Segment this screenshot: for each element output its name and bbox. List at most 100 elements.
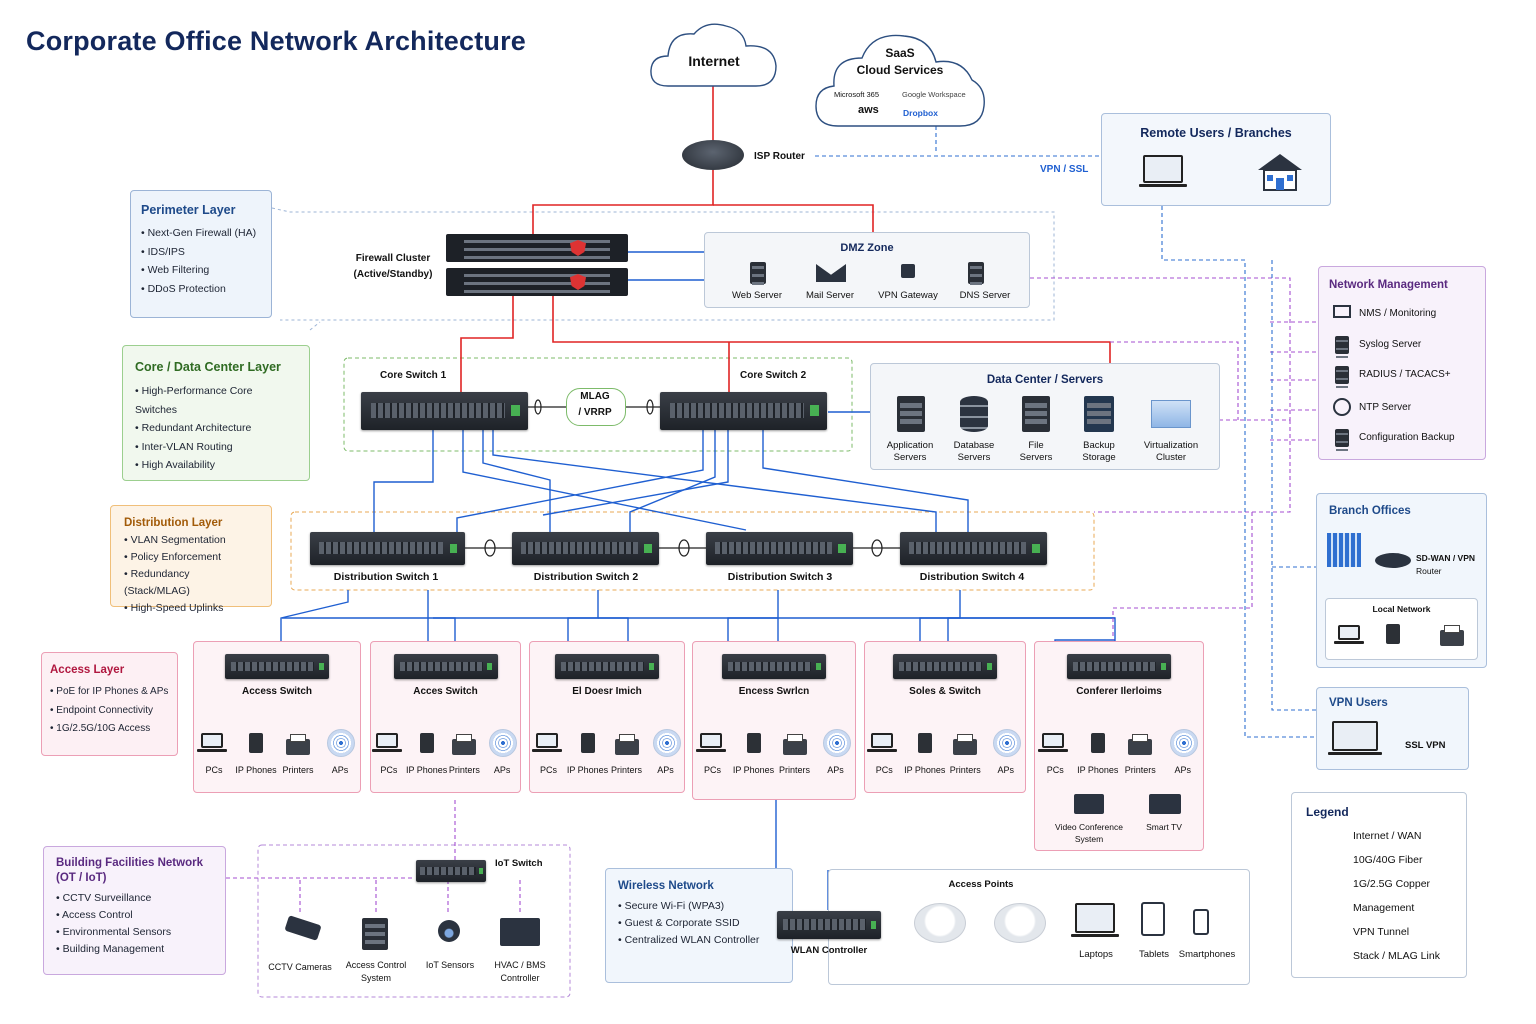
wifi-ap-icon [327,729,355,757]
pc-icon [371,733,402,752]
isp-router-label: ISP Router [754,151,805,162]
isp-router-icon [682,140,744,170]
pc-icon [1038,733,1069,752]
sdwan-router-icon [1375,553,1411,568]
radius-server-icon [1335,366,1349,384]
management-links [226,277,1318,915]
access-device-label: IP Phones [566,765,609,775]
pc-icon [197,733,227,752]
legend-item: Internet / WAN [1353,830,1422,842]
iot-zone-outline [257,844,571,998]
access-device-label: IP Phones [1077,765,1119,775]
dc-item-4a: Backup [1083,440,1115,451]
smart-tv-icon [1149,794,1181,814]
perimeter-item: Web Filtering [141,261,261,280]
core-title: Core / Data Center Layer [135,360,281,374]
distribution-layer-panel: Distribution Layer VLAN SegmentationPoli… [110,505,272,614]
access-control-icon [362,918,388,950]
iot-switch-icon [416,860,486,882]
wireless-item: Centralized WLAN Controller [618,932,780,949]
iot-sensor-icon [438,920,460,942]
access-switch-label: Acces Switch [413,686,478,697]
dc-item-3a: File [1028,440,1044,451]
wireless-client-label: Smartphones [1178,949,1236,960]
dmz-mail-server: Mail Server [805,290,855,301]
distribution-zone-outline [290,511,1095,591]
netmgmt-item: NMS / Monitoring [1359,308,1437,319]
distribution-switch-4-icon [900,532,1047,565]
internet-cloud-icon [650,23,777,87]
monitor-icon [1333,305,1351,318]
laptop-icon [1071,903,1119,937]
vpn-users-title: VPN Users [1329,697,1388,709]
access-item: PoE for IP Phones & APs [50,683,169,702]
logo-google-workspace: Google Workspace [902,90,966,99]
vpn-laptop-icon [1328,721,1382,755]
access-device-label: PCs [380,765,398,775]
dc-item-4b: Storage [1082,452,1116,463]
laptop-icon [1139,155,1187,187]
access-switch-icon [393,654,498,679]
ip-phone-icon [917,733,932,753]
core-item: High-Performance Core Switches [135,382,297,419]
core-switch-2-icon [660,392,827,430]
access-layer-panel: Access Layer PoE for IP Phones & APsEndp… [41,652,178,756]
access-device-label: APs [827,765,844,775]
facilities-title-2: (OT / IoT) [56,872,107,884]
access-device-label: PCs [539,765,557,775]
access-device-label: Printers [949,765,981,775]
access-switch-icon [555,654,659,679]
distribution-item: Redundancy (Stack/MLAG) [124,566,258,600]
backup-storage-icon [1084,396,1114,432]
access-device-label: APs [331,765,349,775]
legend-title: Legend [1306,805,1349,819]
legend-item: 10G/40G Fiber [1353,854,1423,866]
access-device-label: Printers [778,765,810,775]
core-item: Redundant Architecture [135,419,297,438]
core-zone-outline [343,357,853,452]
iot-device-label: IoT Sensors [425,960,475,970]
branch-router-label-2: Router [1416,566,1442,576]
wifi-ap-icon [489,729,518,757]
pc-icon [531,733,562,752]
distribution-item: High-Speed Uplinks [124,600,258,617]
firewall-primary-icon [446,234,628,262]
database-icon [960,396,988,432]
legend-item: 1G/2.5G Copper [1353,878,1431,890]
core-layer-panel: Core / Data Center Layer High-Performanc… [122,345,310,481]
access-device-label: Printers [1124,765,1156,775]
wireless-item: Secure Wi-Fi (WPA3) [618,898,780,915]
config-backup-icon [1335,429,1349,447]
printer-icon [782,734,807,755]
saas-title-2: Cloud Services [856,63,944,77]
legend-item: Management [1353,902,1415,914]
access-switch-icon [225,654,329,679]
netmgmt-item: Configuration Backup [1359,432,1455,443]
iot-device-label: CCTV Cameras [268,962,332,972]
syslog-server-icon [1335,336,1349,354]
distribution-item: Policy Enforcement [124,549,258,566]
pc-icon [695,733,726,752]
mlag-vrrp-badge [566,388,626,426]
access-switch-icon [893,654,997,679]
facilities-item: Building Management [56,941,213,958]
access-device-label: Printers [448,765,480,775]
legend-item: Stack / MLAG Link [1353,950,1440,962]
printer-icon [452,734,477,755]
dc-item-2a: Database [953,440,995,451]
wifi-ap-icon [992,729,1021,757]
facilities-item: Access Control [56,907,213,924]
access-device-label: Printers [282,765,314,775]
dmz-title: DMZ Zone [840,242,894,254]
iot-device-label: HVAC / BMS [494,960,546,970]
netmgmt-item: RADIUS / TACACS+ [1359,369,1451,380]
dns-server-icon [968,262,984,284]
hvac-controller-icon [500,918,540,946]
firewall-label-1: Firewall Cluster [355,253,431,264]
perimeter-item: Next-Gen Firewall (HA) [141,224,261,243]
facilities-title-1: Building Facilities Network [56,857,203,869]
dmz-dns-server: DNS Server [959,290,1011,301]
distribution-switch-3-icon [706,532,853,565]
access-device-label: PCs [875,765,893,775]
